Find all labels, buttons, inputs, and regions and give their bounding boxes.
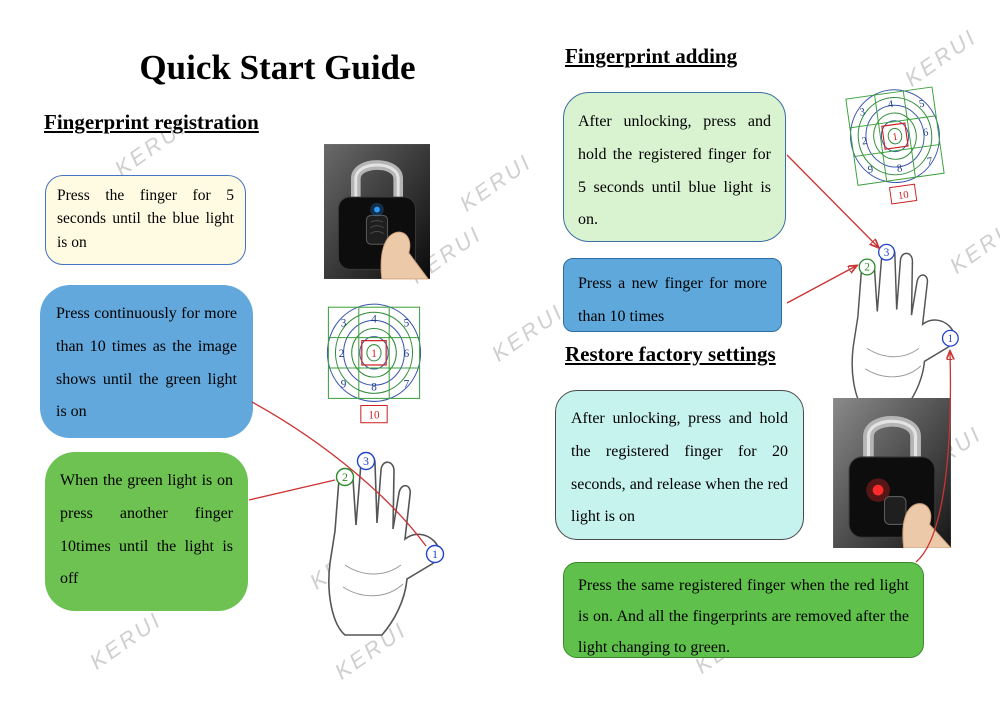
finger-badge-1-label: 1 bbox=[948, 333, 954, 345]
finger-badge-3 bbox=[878, 243, 896, 261]
red-light-icon bbox=[872, 484, 884, 496]
svg-text:6: 6 bbox=[922, 127, 929, 139]
palm-crease bbox=[342, 583, 404, 597]
sensor-ridges bbox=[369, 220, 385, 235]
svg-text:9: 9 bbox=[341, 378, 347, 390]
hand-diagram-left: 3 2 1 bbox=[293, 437, 453, 637]
svg-text:6: 6 bbox=[404, 348, 410, 360]
svg-text:3: 3 bbox=[341, 317, 347, 329]
step-box-hold-registered-20s: After unlocking, press and hold the regi… bbox=[555, 390, 804, 540]
palm-crease bbox=[344, 564, 402, 575]
palm-crease bbox=[866, 348, 920, 358]
finger-badge-2 bbox=[858, 258, 876, 276]
press-zone-grid bbox=[327, 306, 421, 399]
kerui-watermark: KERUI bbox=[84, 606, 167, 675]
finger-badge-1 bbox=[425, 544, 445, 564]
step-box-erase-fingerprints: Press the same registered finger when th… bbox=[563, 562, 924, 658]
svg-text:7: 7 bbox=[404, 378, 410, 390]
page-title: Quick Start Guide bbox=[139, 48, 416, 87]
fingerprint-sensor bbox=[883, 496, 907, 525]
svg-text:8: 8 bbox=[896, 163, 903, 175]
svg-text:4: 4 bbox=[371, 313, 377, 325]
kerui-watermark: KERUI bbox=[486, 298, 569, 367]
svg-text:3: 3 bbox=[859, 107, 866, 119]
heading-fingerprint-adding: Fingerprint adding bbox=[565, 44, 738, 68]
grid-cell-numbers: 3 4 5 2 1 6 9 8 7 bbox=[859, 99, 933, 176]
finger-touching-sensor bbox=[380, 231, 430, 280]
cell-10-marker bbox=[888, 183, 918, 205]
grid-cell-numbers: 3 4 5 2 1 6 9 8 7 bbox=[339, 313, 410, 393]
press-zone-grid bbox=[845, 86, 945, 186]
center-cell-marker bbox=[881, 122, 909, 150]
step-box-hold-registered-5s: After unlocking, press and hold the regi… bbox=[563, 92, 786, 242]
svg-text:1: 1 bbox=[371, 348, 377, 360]
padlock-photo-red-light bbox=[832, 398, 952, 548]
fingerprint-sensor bbox=[365, 214, 389, 245]
svg-text:5: 5 bbox=[404, 317, 410, 329]
finger-badge-3-label: 3 bbox=[884, 247, 890, 259]
fingerprint-ridges bbox=[849, 89, 940, 183]
hand-diagram-right: 3 2 1 bbox=[818, 230, 968, 415]
padlock-shackle-highlight bbox=[866, 419, 918, 463]
heading-restore-factory-settings: Restore factory settings bbox=[565, 342, 776, 366]
finger-badge-2-label: 2 bbox=[342, 470, 348, 484]
grid-cell-number-10: 10 bbox=[368, 410, 380, 422]
blue-light-icon bbox=[374, 206, 380, 213]
kerui-watermark: KERUI bbox=[454, 148, 537, 217]
grid-cell-number-10: 10 bbox=[897, 190, 909, 202]
svg-text:2: 2 bbox=[861, 136, 868, 148]
step-box-press-10-times: Press continuously for more than 10 time… bbox=[40, 285, 253, 438]
finger-badge-1-label: 1 bbox=[432, 547, 438, 561]
padlock-photo-blue-light bbox=[324, 143, 430, 280]
fingerprint-grid-diagram-right: 3 4 5 2 1 6 9 8 7 10 bbox=[828, 70, 965, 230]
svg-text:4: 4 bbox=[887, 99, 894, 111]
step-box-press-finger-5s: Press the finger for 5 seconds until the… bbox=[45, 175, 246, 265]
step-box-new-finger-10-times: Press a new finger for more than 10 time… bbox=[563, 258, 782, 332]
step-box-another-finger: When the green light is on press another… bbox=[45, 452, 248, 611]
fingerprint-grid-diagram-left: 3 4 5 2 1 6 9 8 7 10 bbox=[313, 292, 435, 444]
padlock-shackle-highlight bbox=[354, 163, 400, 202]
center-cell-marker bbox=[361, 340, 387, 366]
svg-text:1: 1 bbox=[892, 132, 899, 144]
heading-fingerprint-registration: Fingerprint registration bbox=[44, 110, 259, 134]
svg-text:2: 2 bbox=[339, 348, 345, 360]
finger-badge-1 bbox=[941, 329, 959, 347]
svg-text:5: 5 bbox=[918, 99, 925, 111]
finger-badge-2-label: 2 bbox=[864, 262, 870, 274]
svg-text:8: 8 bbox=[371, 381, 377, 393]
finger-badge-3-label: 3 bbox=[363, 454, 369, 468]
svg-text:7: 7 bbox=[926, 156, 933, 168]
